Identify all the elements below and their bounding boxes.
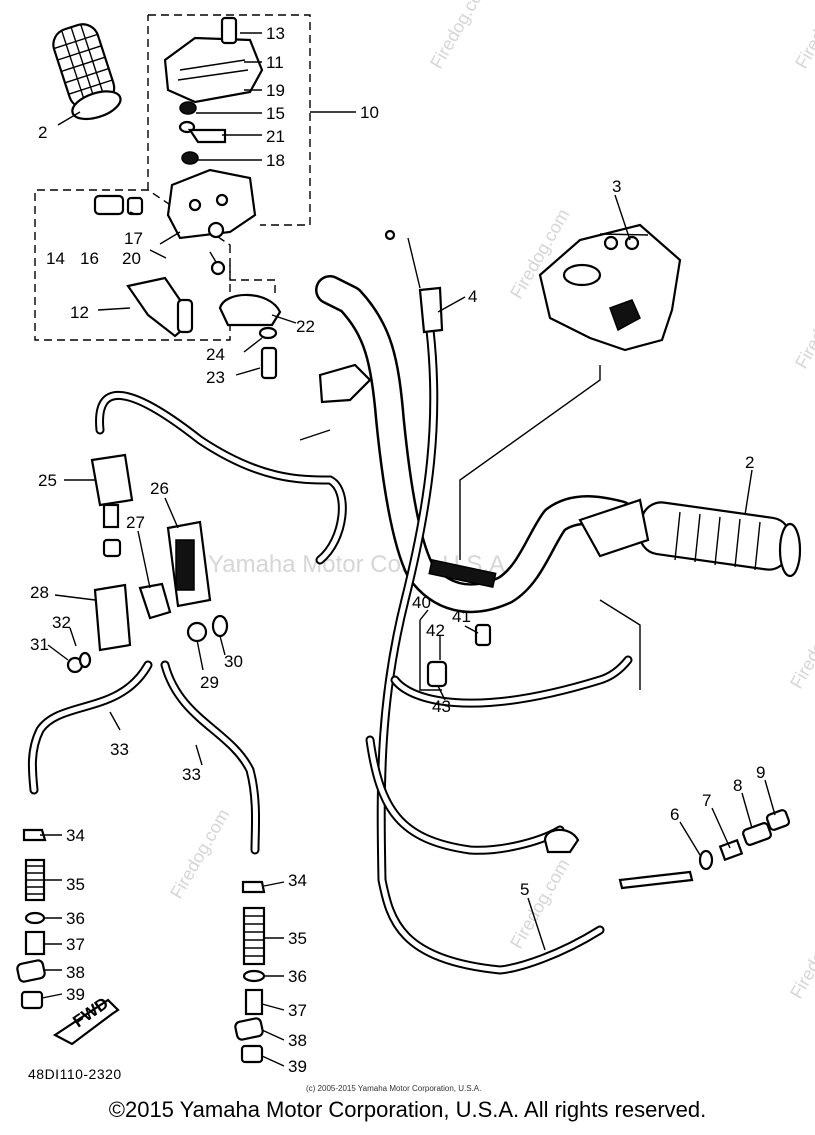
callouts: 2 2 3 4 5 6 7 8 9 10 11 12 13 14 15 16 1… — [30, 24, 765, 1076]
callout-10: 10 — [360, 103, 379, 122]
callout-14: 14 — [46, 249, 65, 268]
watermark-text: Firedog.com — [786, 905, 815, 1002]
callout-41: 41 — [452, 607, 471, 626]
callout-11: 11 — [266, 53, 284, 72]
callout-37-left: 37 — [66, 935, 85, 954]
callout-2-right: 2 — [745, 453, 754, 472]
watermark-text: Firedog.com — [791, 0, 815, 72]
callout-24: 24 — [206, 345, 225, 364]
callout-37-right: 37 — [288, 1001, 307, 1020]
watermark-text: Firedog.com — [786, 595, 815, 692]
callout-7: 7 — [702, 791, 711, 810]
callout-36-left: 36 — [66, 909, 85, 928]
callout-13: 13 — [266, 24, 285, 43]
callout-38-left: 38 — [66, 963, 85, 982]
callout-23: 23 — [206, 368, 225, 387]
cable-adjusters — [698, 809, 791, 871]
throttle-cables — [365, 229, 694, 975]
leader-lines — [40, 32, 776, 1067]
callout-36-right: 36 — [288, 967, 307, 986]
callout-29: 29 — [200, 673, 219, 692]
callout-12: 12 — [70, 303, 89, 322]
callout-9: 9 — [756, 763, 765, 782]
callout-31: 31 — [30, 635, 49, 654]
callout-39-right: 39 — [288, 1057, 307, 1076]
lever-assembly — [66, 453, 229, 674]
callout-27: 27 — [126, 513, 145, 532]
callout-34-left: 34 — [66, 826, 85, 845]
watermark-text: Firedog.com — [506, 855, 573, 952]
switch-assembly — [93, 16, 264, 338]
callout-16: 16 — [80, 249, 99, 268]
callout-20: 20 — [122, 249, 141, 268]
watermark-text: Firedog.com — [791, 275, 815, 372]
sensor-assembly — [419, 620, 492, 691]
callout-18: 18 — [266, 151, 285, 170]
callout-33-right: 33 — [182, 765, 201, 784]
clamp-22 — [218, 265, 282, 380]
callout-25: 25 — [38, 471, 57, 490]
callout-34-right: 34 — [288, 871, 307, 890]
brake-cables — [27, 391, 347, 855]
watermark-text: Firedog.com — [166, 805, 233, 902]
callout-39-left: 39 — [66, 985, 85, 1004]
throttle-housing-3 — [538, 223, 682, 352]
adjuster-stack-left — [16, 828, 47, 1010]
callout-19: 19 — [266, 81, 285, 100]
callout-17: 17 — [124, 229, 143, 248]
drawing-number: 48DI110-2320 — [28, 1066, 122, 1082]
callout-38-right: 38 — [288, 1031, 307, 1050]
grip-right — [578, 498, 802, 578]
fwd-arrow: FWD — [52, 994, 120, 1046]
callout-15: 15 — [266, 104, 285, 123]
small-copyright: (c) 2005-2015 Yamaha Motor Corporation, … — [306, 1084, 482, 1093]
grip-left — [52, 23, 122, 121]
callout-33-left: 33 — [110, 740, 129, 759]
callout-5: 5 — [520, 880, 529, 899]
callout-22: 22 — [296, 317, 315, 336]
callout-40: 40 — [412, 593, 431, 612]
callout-43: 43 — [432, 697, 451, 716]
callout-30: 30 — [224, 652, 243, 671]
callout-2-left: 2 — [38, 123, 47, 142]
callout-35-right: 35 — [288, 929, 307, 948]
watermark-text: Firedog.com — [426, 0, 493, 72]
callout-4: 4 — [468, 287, 477, 306]
callout-28: 28 — [30, 583, 49, 602]
callout-21: 21 — [266, 127, 285, 146]
callout-3: 3 — [612, 177, 621, 196]
handlebar — [315, 275, 635, 614]
callout-6: 6 — [670, 805, 679, 824]
callout-8: 8 — [733, 776, 742, 795]
adjuster-stack-right — [234, 880, 266, 1064]
callout-42: 42 — [426, 621, 445, 640]
copyright-footer: ©2015 Yamaha Motor Corporation, U.S.A. A… — [108, 1097, 707, 1122]
callout-35-left: 35 — [66, 875, 85, 894]
callout-32: 32 — [52, 613, 71, 632]
callout-26: 26 — [150, 479, 169, 498]
